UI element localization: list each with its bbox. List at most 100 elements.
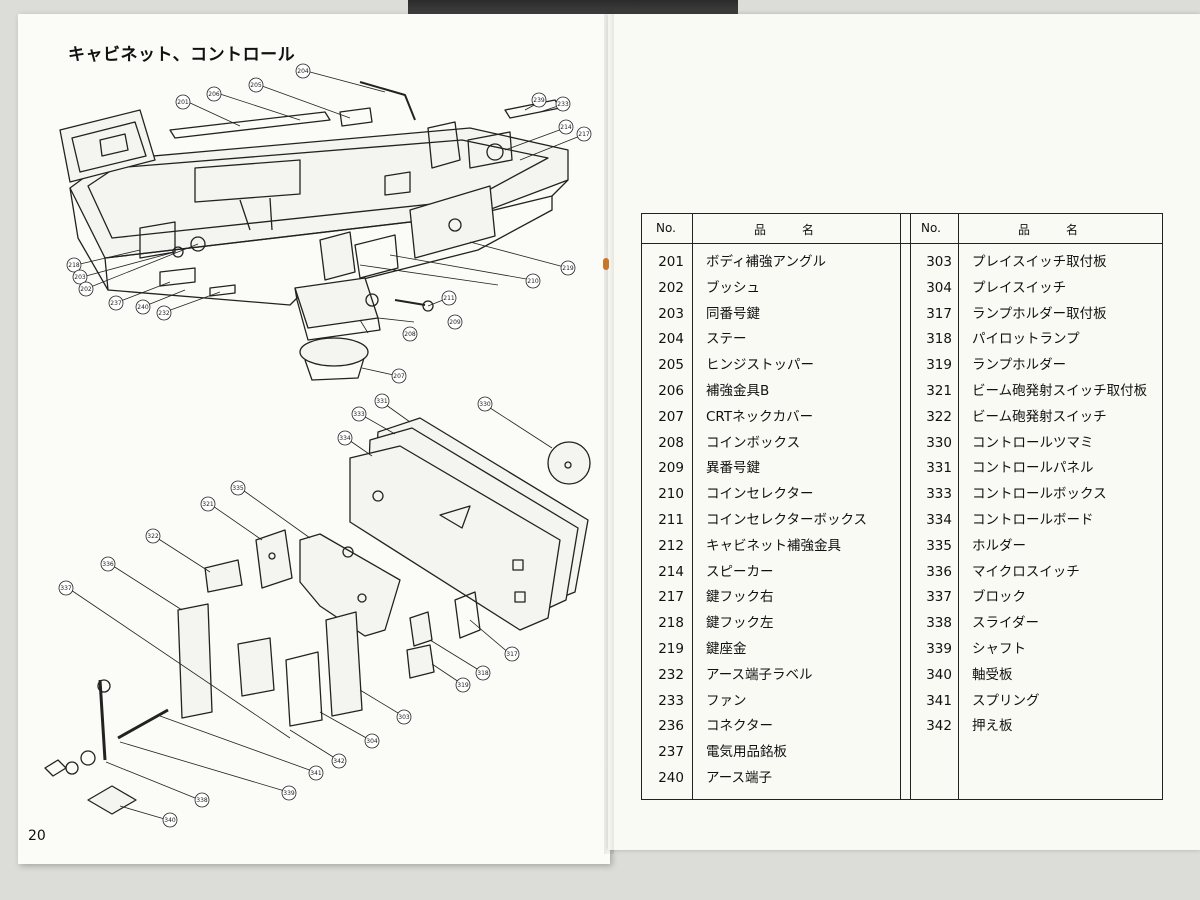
part-number-cell: 205	[658, 357, 684, 374]
svg-text:340: 340	[164, 817, 176, 824]
part-name-cell: マイクロスイッチ	[972, 563, 1080, 580]
svg-text:232: 232	[158, 310, 170, 317]
callout-207: 207	[391, 368, 407, 384]
callout-317: 317	[504, 646, 520, 662]
header-name-left: 品 名	[754, 223, 815, 237]
callout-239: 239	[531, 92, 547, 108]
callout-303: 303	[396, 709, 412, 725]
table-header	[642, 214, 1162, 244]
part-number-cell: 336	[926, 563, 952, 580]
callout-339: 339	[281, 785, 297, 801]
part-number-cell: 217	[658, 589, 684, 606]
callout-211: 211	[441, 290, 457, 306]
exploded-parts-diagram: 204 205 201 206 239 233 214 217 218 203 …	[44, 63, 592, 828]
svg-text:203: 203	[74, 274, 86, 281]
part-name-cell: ステー	[706, 331, 747, 348]
svg-text:219: 219	[562, 265, 574, 272]
part-number-cell: 331	[926, 460, 952, 477]
part-number-cell: 304	[926, 279, 952, 296]
part-name-cell: コントロールボード	[972, 511, 1094, 528]
part-name-cell: ボディ補強アングル	[706, 254, 827, 270]
callout-340: 340	[162, 812, 178, 828]
part-name-cell: 鍵フック右	[706, 589, 774, 606]
svg-text:318: 318	[477, 670, 489, 677]
part-name-cell: ランプホルダー取付板	[972, 305, 1107, 322]
svg-text:322: 322	[147, 533, 159, 540]
callout-338: 338	[194, 792, 210, 808]
header-no-right: No.	[921, 221, 941, 235]
part-name-cell: CRTネックカバー	[706, 408, 814, 425]
callout-237: 237	[108, 295, 124, 311]
svg-text:338: 338	[196, 797, 208, 804]
part-name-cell: 異番号鍵	[706, 460, 760, 477]
callout-206: 206	[206, 86, 222, 102]
callout-209: 209	[447, 314, 463, 330]
part-name-cell: ファン	[706, 692, 747, 709]
part-name-cell: アース端子ラベル	[706, 666, 813, 683]
callout-203: 203	[72, 269, 88, 285]
part-number-cell: 321	[926, 382, 952, 399]
page-title: キャビネット、コントロール	[68, 45, 296, 65]
callout-205: 205	[248, 77, 264, 93]
part-name-cell: コントロールパネル	[972, 460, 1094, 477]
callout-201: 201	[175, 94, 191, 110]
part-name-cell: コインセレクターボックス	[706, 511, 868, 528]
right-name-column: プレイスイッチ取付板プレイスイッチランプホルダー取付板パイロットランプランプホル…	[972, 250, 1147, 740]
part-number-cell: 202	[658, 279, 684, 296]
svg-text:304: 304	[366, 738, 378, 745]
svg-text:233: 233	[557, 101, 569, 108]
callout-240: 240	[135, 299, 151, 315]
part-name-cell: スピーカー	[706, 563, 774, 580]
part-number-cell: 335	[926, 537, 952, 554]
svg-text:317: 317	[506, 651, 518, 658]
part-name-cell: アース端子	[706, 769, 773, 786]
part-name-cell: ブロック	[972, 589, 1026, 606]
part-name-cell: スライダー	[972, 615, 1039, 632]
svg-text:334: 334	[339, 435, 351, 442]
svg-text:339: 339	[283, 790, 295, 797]
svg-text:331: 331	[376, 398, 388, 405]
callout-335: 335	[230, 480, 246, 496]
part-name-cell: プレイスイッチ取付板	[972, 254, 1107, 270]
part-number-cell: 337	[926, 589, 952, 606]
callout-321: 321	[200, 496, 216, 512]
part-name-cell: ヒンジストッパー	[706, 357, 814, 374]
part-number-cell: 303	[926, 254, 952, 270]
part-number-cell: 317	[926, 305, 952, 322]
callout-337: 337	[58, 580, 74, 596]
part-name-cell: スプリング	[972, 692, 1040, 709]
page-number: 20	[28, 828, 46, 844]
part-number-cell: 211	[658, 511, 684, 528]
part-number-cell: 338	[926, 615, 952, 632]
part-number-cell: 210	[658, 486, 684, 503]
part-number-cell: 330	[926, 434, 952, 451]
part-number-cell: 339	[926, 640, 952, 657]
header-name-right: 品 名	[1018, 223, 1079, 237]
callout-group: 204 205 201 206 239 233 214 217 218 203 …	[58, 63, 592, 828]
part-number-cell: 214	[658, 563, 684, 580]
svg-text:208: 208	[404, 331, 416, 338]
svg-text:202: 202	[80, 286, 92, 293]
part-number-cell: 207	[658, 408, 684, 425]
part-name-cell: キャビネット補強金具	[706, 537, 841, 554]
svg-text:209: 209	[449, 319, 461, 326]
part-number-cell: 333	[926, 486, 952, 503]
callout-336: 336	[100, 556, 116, 572]
part-number-cell: 208	[658, 434, 684, 451]
svg-text:210: 210	[527, 278, 539, 285]
part-name-cell: 同番号鍵	[706, 305, 760, 322]
part-number-cell: 342	[926, 718, 952, 735]
part-name-cell: ビーム砲発射スイッチ取付板	[972, 382, 1148, 399]
part-name-cell: 軸受板	[972, 666, 1013, 683]
book-spine	[604, 14, 614, 854]
svg-text:336: 336	[102, 561, 114, 568]
part-name-cell: 補強金具B	[706, 382, 770, 399]
part-name-cell: シャフト	[972, 640, 1026, 657]
callout-202: 202	[78, 281, 94, 297]
callout-331: 331	[374, 393, 390, 409]
callout-232: 232	[156, 305, 172, 321]
part-number-cell: 204	[658, 331, 684, 348]
right-page	[608, 14, 1200, 850]
